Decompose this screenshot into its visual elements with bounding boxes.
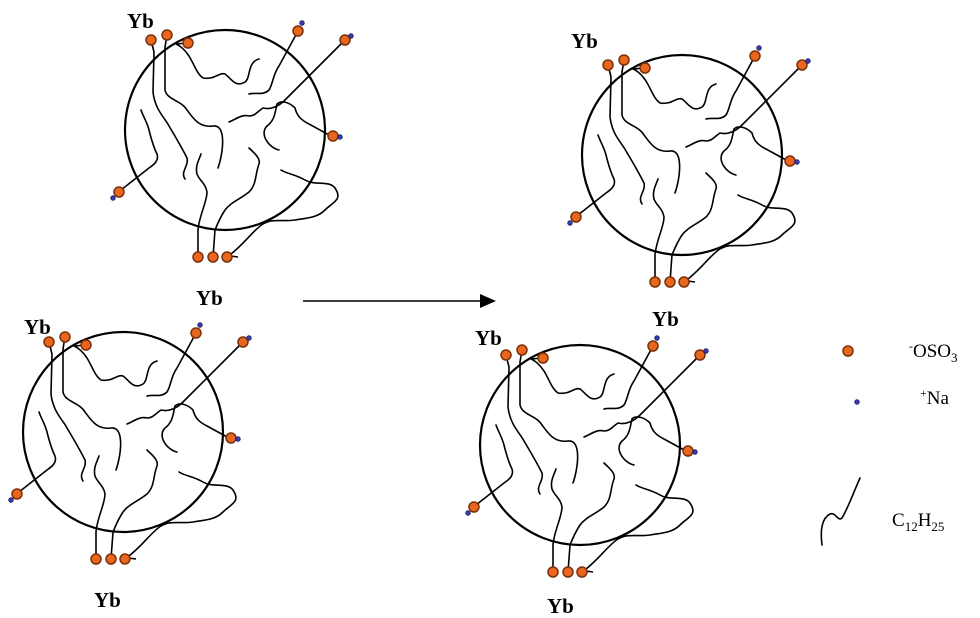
legend-sulfate-symbol <box>842 345 854 357</box>
micelle-top-right <box>566 44 812 289</box>
micelle-bottom-right <box>464 334 710 579</box>
yb-label-top-right-lower: Yb <box>652 307 679 331</box>
yb-label-top-left-lower: Yb <box>196 286 223 310</box>
yb-label-bottom-left-upper: Yb <box>24 315 51 339</box>
legend-chain-symbol <box>820 477 861 546</box>
legend-sodium-label: +Na <box>920 386 950 409</box>
legend-sodium-symbol <box>854 399 860 405</box>
legend-chain-label: C12H25 <box>892 510 944 534</box>
yb-label-top-left-upper: Yb <box>127 9 154 33</box>
reaction-arrow <box>303 294 496 308</box>
yb-label-top-right-upper: Yb <box>571 29 598 53</box>
legend-sulfate-label: -OSO3 <box>909 339 958 365</box>
legend: -OSO3 +Na C12H25 <box>820 339 958 546</box>
yb-label-bottom-left-lower: Yb <box>94 588 121 612</box>
micelle-bottom-left <box>7 321 253 566</box>
yb-label-bottom-right-lower: Yb <box>547 594 574 618</box>
micelle-top-left <box>109 19 355 264</box>
yb-label-bottom-right-upper: Yb <box>475 326 502 350</box>
